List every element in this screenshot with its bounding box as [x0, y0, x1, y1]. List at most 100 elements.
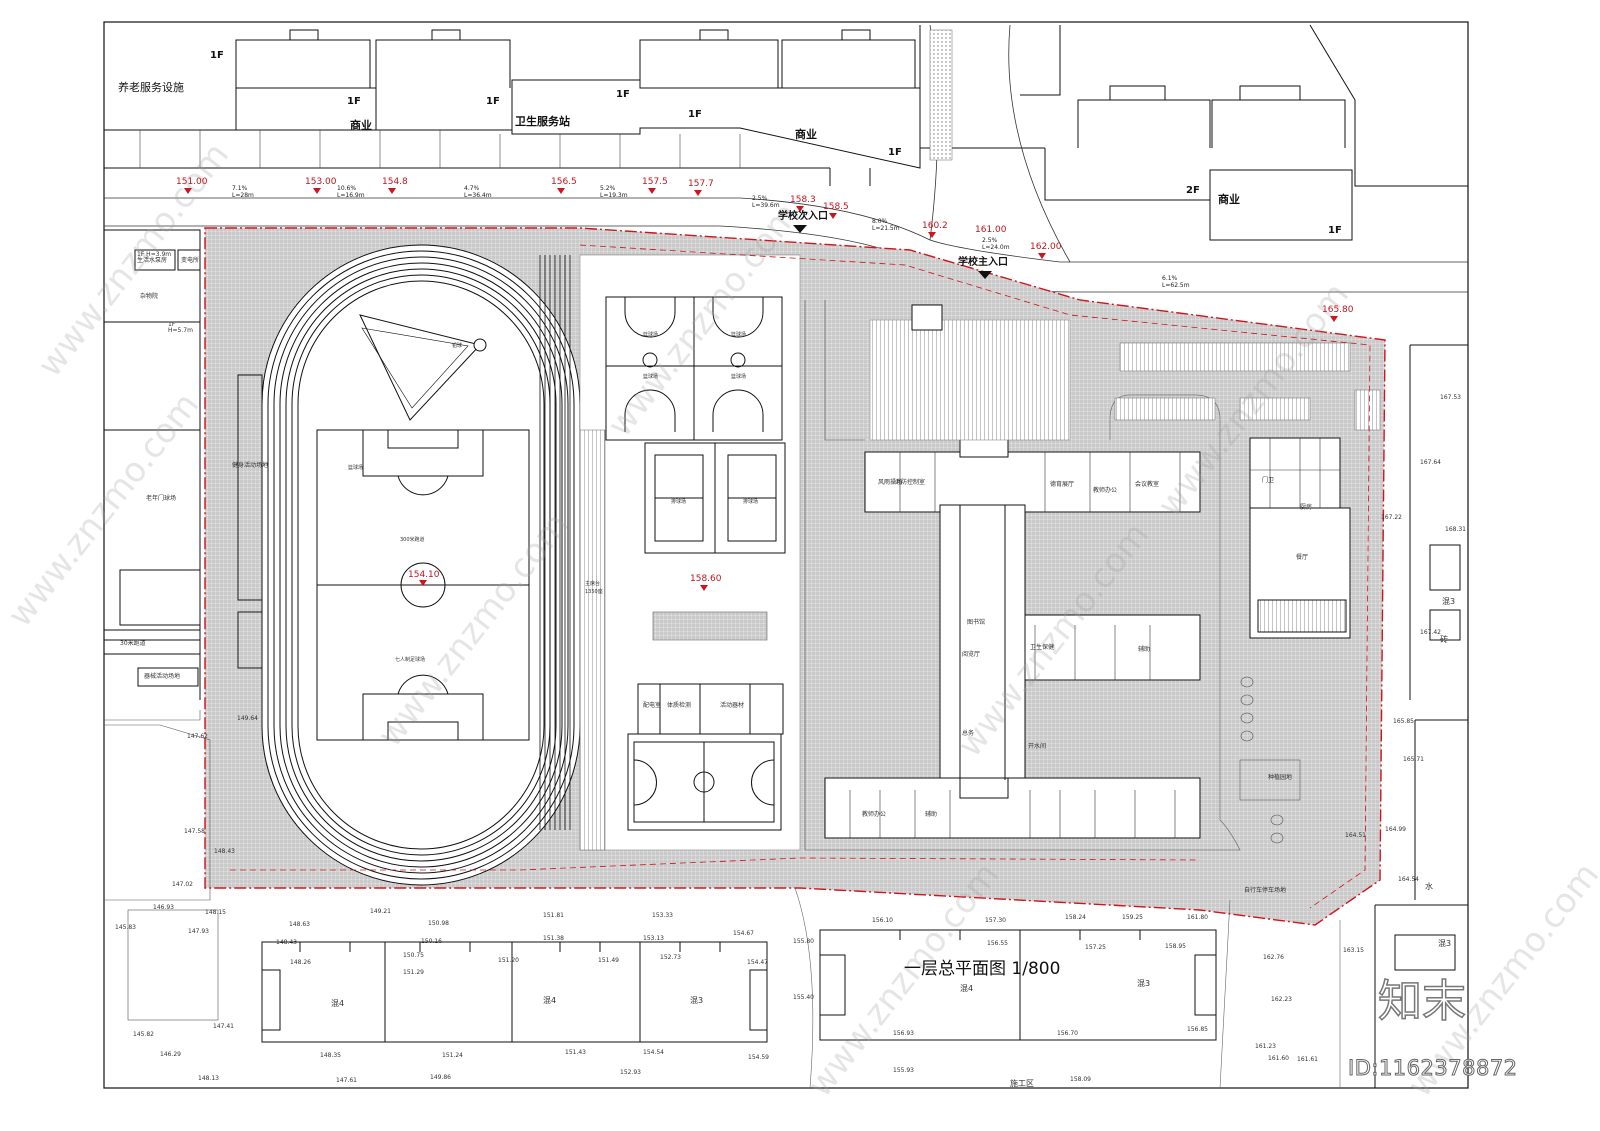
sprint-label: 30米跑道 [120, 640, 146, 647]
site-boundary [204, 227, 1386, 926]
secondary-entrance-label: 学校次入口 [778, 211, 828, 222]
field-elevation: 154.10 [408, 570, 440, 580]
elevation-label: 149.86 [430, 1074, 451, 1081]
brand-logo: 知末 [1377, 976, 1467, 1027]
room-label: 开水间 [1028, 743, 1047, 750]
elevation-label: 151.49 [598, 957, 619, 964]
north-buildings [103, 24, 1468, 241]
elevation-label: 154.67 [733, 930, 754, 937]
floor-tag: 1F [210, 50, 224, 61]
room-label: 教师办公 [1093, 487, 1118, 494]
slope-label: 5.2%L=19.3m [600, 185, 628, 199]
elevation-marker [1038, 253, 1046, 259]
field-label: 篮球场 [348, 465, 364, 471]
elevation-label: 154.59 [748, 1054, 769, 1061]
elevation-label: 145.82 [133, 1031, 154, 1038]
building-type-label: 混3 [690, 996, 704, 1005]
elevation-label: 155.80 [793, 938, 814, 945]
elevation-label: 149.64 [237, 715, 258, 722]
garden-label: 种植园地 [1268, 774, 1293, 781]
entrance-arrow-icon [793, 225, 807, 233]
building-type-label: 混3 [1438, 939, 1452, 948]
floor-tag: 1F [688, 109, 702, 120]
elevation-label: 167.22 [1381, 514, 1402, 521]
floor-tag: 1F [616, 89, 630, 100]
elevation-label: 163.15 [1343, 947, 1364, 954]
elevation-label: 165.71 [1403, 756, 1424, 763]
basketball-courts [605, 296, 783, 441]
floor-tag: 1F [888, 147, 902, 158]
slope-label: 2.5%L=39.6m [752, 195, 780, 209]
pump-room-label: 1F H=3.9m 生活水泵房 [137, 251, 172, 264]
building-type-label: 砖 [1440, 635, 1448, 644]
room-label: 消防控制室 [895, 479, 926, 486]
shot-put-sector [359, 314, 481, 421]
elevation-label: 162.23 [1271, 996, 1292, 1003]
football-label: 七人制足球场 [395, 657, 426, 663]
elevation-label: 156.10 [872, 917, 893, 924]
elevation-label: 151.24 [442, 1052, 463, 1059]
volleyball-courts [644, 442, 786, 554]
elevation-label: 153.00 [305, 177, 337, 187]
north-building-label: 养老服务设施 [118, 81, 184, 94]
elevation-label: 153.33 [652, 912, 673, 919]
elevation-label: 161.61 [1297, 1056, 1318, 1063]
elevation-label: 152.93 [620, 1069, 641, 1076]
elevation-label: 157.30 [985, 917, 1006, 924]
elevation-label: 159.25 [1122, 914, 1143, 921]
room-label: 会议教室 [1135, 481, 1160, 488]
slope-label: 8.0%L=21.5m [872, 218, 900, 232]
elevation-label: 160.2 [922, 221, 948, 231]
elevation-label: 148.43 [214, 848, 235, 855]
building-type-label: 混4 [331, 999, 345, 1008]
elevation-label: 162.76 [1263, 954, 1284, 961]
elevation-label: 148.13 [198, 1075, 219, 1082]
room-label: 辅助 [925, 811, 938, 818]
slope-label: 6.1%L=62.5m [1162, 275, 1190, 289]
elevation-marker [184, 188, 192, 194]
elevation-label: 155.40 [793, 994, 814, 1001]
elevation-label: 150.75 [403, 952, 424, 959]
elevation-label: 153.13 [643, 935, 664, 942]
building-type-label: 混3 [1137, 979, 1151, 988]
gymnasium [627, 683, 784, 831]
elevation-label: 167.53 [1440, 394, 1461, 401]
elevation-label: 150.98 [428, 920, 449, 927]
floor-tag: 1F [1328, 225, 1342, 236]
basketball-label: 篮球场 [643, 332, 659, 338]
north-building-label: 卫生服务站 [515, 115, 570, 128]
elevation-label: 156.93 [893, 1030, 914, 1037]
room-label: 总务 [962, 730, 975, 737]
grandstand-seats: 1350座 [585, 589, 603, 595]
elevation-label: 151.38 [543, 935, 564, 942]
volleyball-label: 排球场 [671, 499, 687, 505]
elevation-label: 156.5 [551, 177, 577, 187]
court-label: 老年门球场 [146, 495, 177, 502]
elevation-label: 151.43 [565, 1049, 586, 1056]
elevation-label: 148.35 [320, 1052, 341, 1059]
elevation-marker [700, 585, 708, 591]
elevation-label: 147.41 [213, 1023, 234, 1030]
elevation-label: 162.00 [1030, 242, 1062, 252]
elevation-label: 161.80 [1187, 914, 1208, 921]
elevation-label: 161.00 [975, 225, 1007, 235]
fitness-area-label: 健身活动场地 [232, 462, 269, 469]
grandstand-label: 主席台 [585, 581, 601, 587]
slope-label: 2.5%L=24.0m [982, 237, 1010, 251]
room-label: 活动器材 [720, 702, 745, 709]
room-label: 阅览厅 [962, 651, 981, 658]
elevation-marker [1330, 316, 1338, 322]
fitness-area-label: 器械活动场地 [144, 673, 181, 680]
main-entrance-label: 学校主入口 [958, 257, 1008, 268]
room-label: 卫生保健 [1030, 644, 1055, 651]
elevation-label: 164.54 [1398, 876, 1419, 883]
north-building-label: 商业 [795, 128, 817, 141]
elevation-marker [829, 213, 837, 219]
elevation-label: 147.93 [188, 928, 209, 935]
elevation-label: 167.64 [1420, 459, 1441, 466]
room-label: 教师办公 [862, 811, 887, 818]
canteen-building [1249, 437, 1351, 639]
elevation-label: 147.61 [336, 1077, 357, 1084]
elevation-label: 151.29 [403, 969, 424, 976]
